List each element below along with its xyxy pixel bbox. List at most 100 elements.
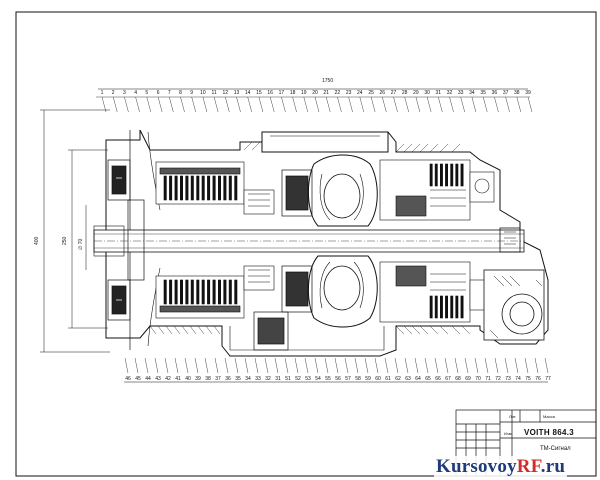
leader-tick xyxy=(124,357,129,374)
position-number: 10 xyxy=(200,90,206,96)
position-number: 27 xyxy=(391,90,397,96)
position-number: 44 xyxy=(145,376,151,382)
leader-tick xyxy=(146,96,151,113)
leader-tick xyxy=(274,357,279,374)
clutch-plate xyxy=(434,163,438,187)
leader-tick xyxy=(454,357,459,374)
sheet-label: Изм. xyxy=(504,431,513,436)
position-number: 33 xyxy=(255,376,261,382)
clutch-plate xyxy=(450,163,454,187)
leader-tick xyxy=(157,96,163,113)
leader-tick xyxy=(204,357,209,374)
clutch-plate xyxy=(439,295,443,319)
leader-tick xyxy=(101,96,107,113)
clutch-plate xyxy=(180,175,184,201)
planetary-section xyxy=(379,159,495,323)
leader-tick xyxy=(164,357,169,374)
leader-tick xyxy=(236,96,241,113)
leader-tick xyxy=(514,357,519,374)
leader-tick xyxy=(284,357,289,374)
clutch-plate xyxy=(455,295,459,319)
position-number: 18 xyxy=(290,90,296,96)
clutch-plate xyxy=(218,279,222,305)
leader-tick xyxy=(314,96,320,113)
position-number: 36 xyxy=(225,376,231,382)
position-number: 45 xyxy=(135,376,141,382)
leader-tick xyxy=(504,357,509,374)
position-number: 69 xyxy=(465,376,471,382)
position-number: 42 xyxy=(165,376,171,382)
overall-length-label: 1750 xyxy=(322,78,333,84)
clutch-plate xyxy=(185,279,189,305)
position-number: 39 xyxy=(195,376,201,382)
position-number: 28 xyxy=(402,90,408,96)
clutch-plate xyxy=(190,175,194,201)
output-gearbox xyxy=(483,227,545,341)
diameter-label: ∅ 70 xyxy=(78,238,84,250)
leader-tick xyxy=(415,96,421,113)
clutch-plate xyxy=(218,175,222,201)
leader-tick xyxy=(191,96,196,113)
clutch-plate xyxy=(163,175,167,201)
position-number: 56 xyxy=(335,376,341,382)
leader-tick xyxy=(135,96,140,113)
clutch-plate xyxy=(201,175,205,201)
leader-tick xyxy=(424,357,429,374)
position-number: 37 xyxy=(503,90,509,96)
position-number: 76 xyxy=(535,376,541,382)
leader-tick xyxy=(224,357,229,374)
leader-tick xyxy=(304,357,309,374)
leader-tick xyxy=(303,96,308,113)
position-number: 6 xyxy=(157,90,160,96)
leader-tick xyxy=(244,357,249,374)
leader-tick xyxy=(270,96,275,113)
position-number: 3 xyxy=(123,90,126,96)
leader-tick xyxy=(214,357,219,374)
position-number: 39 xyxy=(525,90,531,96)
leader-tick xyxy=(414,357,419,374)
leader-tick xyxy=(213,96,219,113)
watermark-main: Kursovoy xyxy=(436,456,517,477)
leader-tick xyxy=(534,357,539,374)
clutch-plate xyxy=(439,163,443,187)
position-number: 15 xyxy=(256,90,262,96)
position-number: 16 xyxy=(267,90,273,96)
position-number: 55 xyxy=(325,376,331,382)
position-number: 24 xyxy=(357,90,363,96)
position-number: 74 xyxy=(515,376,521,382)
position-number: 35 xyxy=(235,376,241,382)
position-number: 23 xyxy=(346,90,352,96)
position-number: 34 xyxy=(245,376,251,382)
clutch-plate xyxy=(169,279,173,305)
position-number: 46 xyxy=(125,376,131,382)
mid-gear-set xyxy=(253,169,313,351)
leader-tick xyxy=(354,357,359,374)
position-number: 9 xyxy=(190,90,193,96)
leader-tick xyxy=(484,357,489,374)
watermark-accent: RF xyxy=(516,456,541,477)
position-number: 53 xyxy=(305,376,311,382)
clutch-plate xyxy=(234,175,238,201)
position-number: 19 xyxy=(301,90,307,96)
height-label-left: 400 xyxy=(34,236,40,245)
position-number: 73 xyxy=(505,376,511,382)
position-number: 54 xyxy=(315,376,321,382)
clutch-plate xyxy=(196,279,200,305)
position-number: 70 xyxy=(475,376,481,382)
position-number: 63 xyxy=(405,376,411,382)
leader-tick xyxy=(471,96,477,113)
position-number: 17 xyxy=(279,90,285,96)
leader-tick xyxy=(464,357,469,374)
lit-label: Лит. xyxy=(509,414,517,419)
leader-tick xyxy=(524,357,529,374)
leader-tick xyxy=(394,357,399,374)
leader-tick xyxy=(348,96,353,113)
leader-tick xyxy=(326,96,331,113)
leader-tick xyxy=(281,96,286,113)
position-number: 60 xyxy=(375,376,381,382)
leader-tick xyxy=(324,357,329,374)
drawing-title: VOITH 864.3 xyxy=(524,428,574,437)
position-number: 71 xyxy=(485,376,491,382)
